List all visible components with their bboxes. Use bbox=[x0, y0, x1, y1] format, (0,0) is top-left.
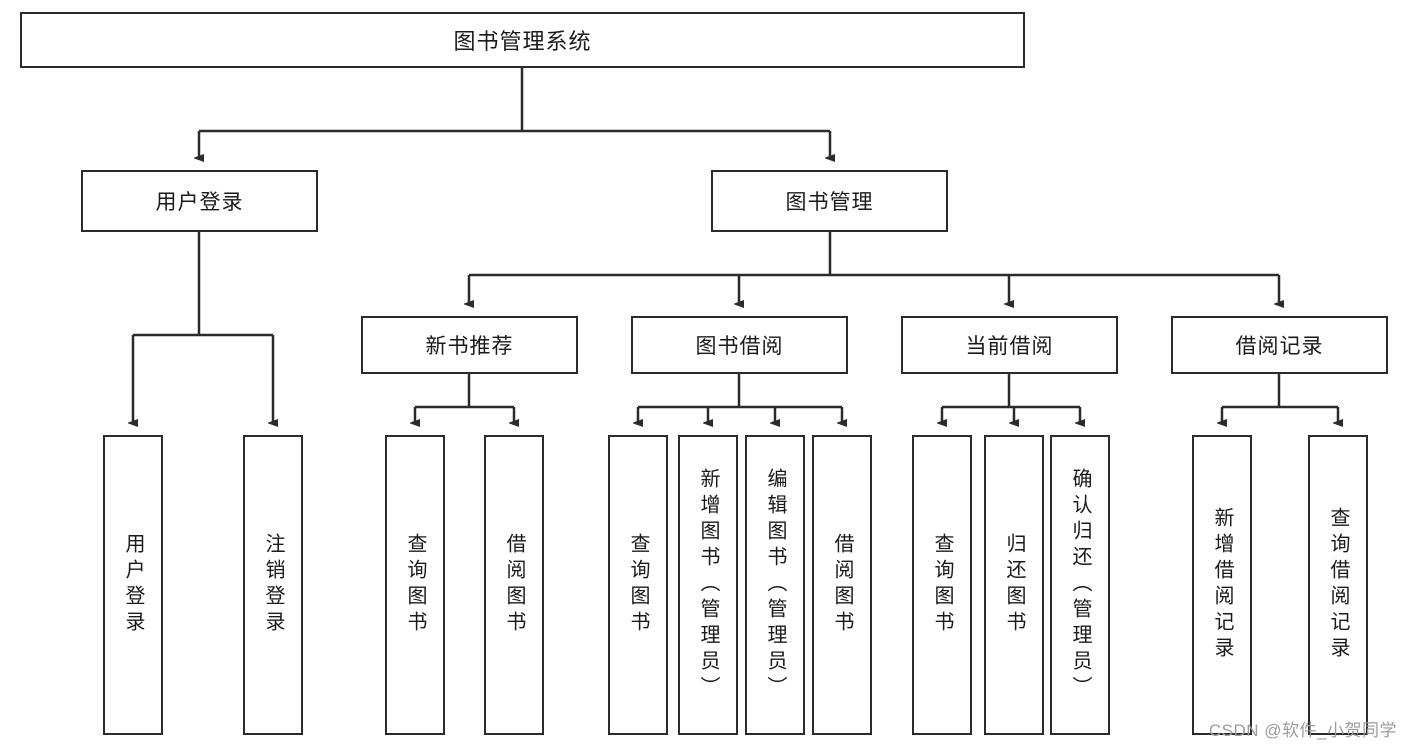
node-leaf-query-book-3[interactable]: 查询图书 bbox=[912, 435, 972, 735]
node-leaf-query-record[interactable]: 查询借阅记录 bbox=[1308, 435, 1368, 735]
node-borrow-record-label: 借阅记录 bbox=[1235, 335, 1324, 358]
node-user-login[interactable]: 用户登录 bbox=[81, 170, 318, 232]
node-leaf-confirm-return-label: 确认归还（管理员） bbox=[1069, 468, 1091, 702]
node-leaf-query-record-label: 查询借阅记录 bbox=[1327, 507, 1349, 663]
node-current-borrow[interactable]: 当前借阅 bbox=[901, 316, 1118, 374]
node-leaf-edit-book[interactable]: 编辑图书（管理员） bbox=[745, 435, 805, 735]
node-leaf-user-logout-label: 注销登录 bbox=[262, 533, 284, 637]
node-leaf-borrow-book-2[interactable]: 借阅图书 bbox=[812, 435, 872, 735]
node-leaf-borrow-book-1[interactable]: 借阅图书 bbox=[484, 435, 544, 735]
node-current-borrow-label: 当前借阅 bbox=[965, 335, 1054, 358]
node-leaf-user-logout[interactable]: 注销登录 bbox=[243, 435, 303, 735]
node-leaf-borrow-book-1-label: 借阅图书 bbox=[503, 533, 525, 637]
node-user-login-label: 用户登录 bbox=[155, 191, 244, 214]
node-leaf-add-book-label: 新增图书（管理员） bbox=[697, 468, 719, 702]
node-leaf-query-book-2-label: 查询图书 bbox=[627, 533, 649, 637]
node-leaf-query-book-3-label: 查询图书 bbox=[931, 533, 953, 637]
node-leaf-query-book-1[interactable]: 查询图书 bbox=[385, 435, 445, 735]
node-new-book-recommend[interactable]: 新书推荐 bbox=[361, 316, 578, 374]
node-root[interactable]: 图书管理系统 bbox=[20, 12, 1025, 68]
node-new-book-recommend-label: 新书推荐 bbox=[425, 335, 514, 358]
node-leaf-query-book-1-label: 查询图书 bbox=[404, 533, 426, 637]
node-book-borrow[interactable]: 图书借阅 bbox=[631, 316, 848, 374]
node-leaf-return-book-label: 归还图书 bbox=[1003, 533, 1025, 637]
node-book-manage-label: 图书管理 bbox=[785, 191, 874, 214]
node-leaf-confirm-return[interactable]: 确认归还（管理员） bbox=[1050, 435, 1110, 735]
node-borrow-record[interactable]: 借阅记录 bbox=[1171, 316, 1388, 374]
node-leaf-add-record-label: 新增借阅记录 bbox=[1211, 507, 1233, 663]
node-root-label: 图书管理系统 bbox=[453, 29, 592, 54]
node-leaf-add-book[interactable]: 新增图书（管理员） bbox=[678, 435, 738, 735]
node-leaf-borrow-book-2-label: 借阅图书 bbox=[831, 533, 853, 637]
node-book-borrow-label: 图书借阅 bbox=[695, 335, 784, 358]
node-leaf-return-book[interactable]: 归还图书 bbox=[984, 435, 1044, 735]
node-leaf-add-record[interactable]: 新增借阅记录 bbox=[1192, 435, 1252, 735]
node-leaf-user-login[interactable]: 用户登录 bbox=[103, 435, 163, 735]
node-leaf-query-book-2[interactable]: 查询图书 bbox=[608, 435, 668, 735]
node-book-manage[interactable]: 图书管理 bbox=[711, 170, 948, 232]
node-leaf-edit-book-label: 编辑图书（管理员） bbox=[764, 468, 786, 702]
csdn-watermark: CSDN @软件_小贺同学 bbox=[1208, 721, 1397, 740]
node-leaf-user-login-label: 用户登录 bbox=[122, 533, 144, 637]
